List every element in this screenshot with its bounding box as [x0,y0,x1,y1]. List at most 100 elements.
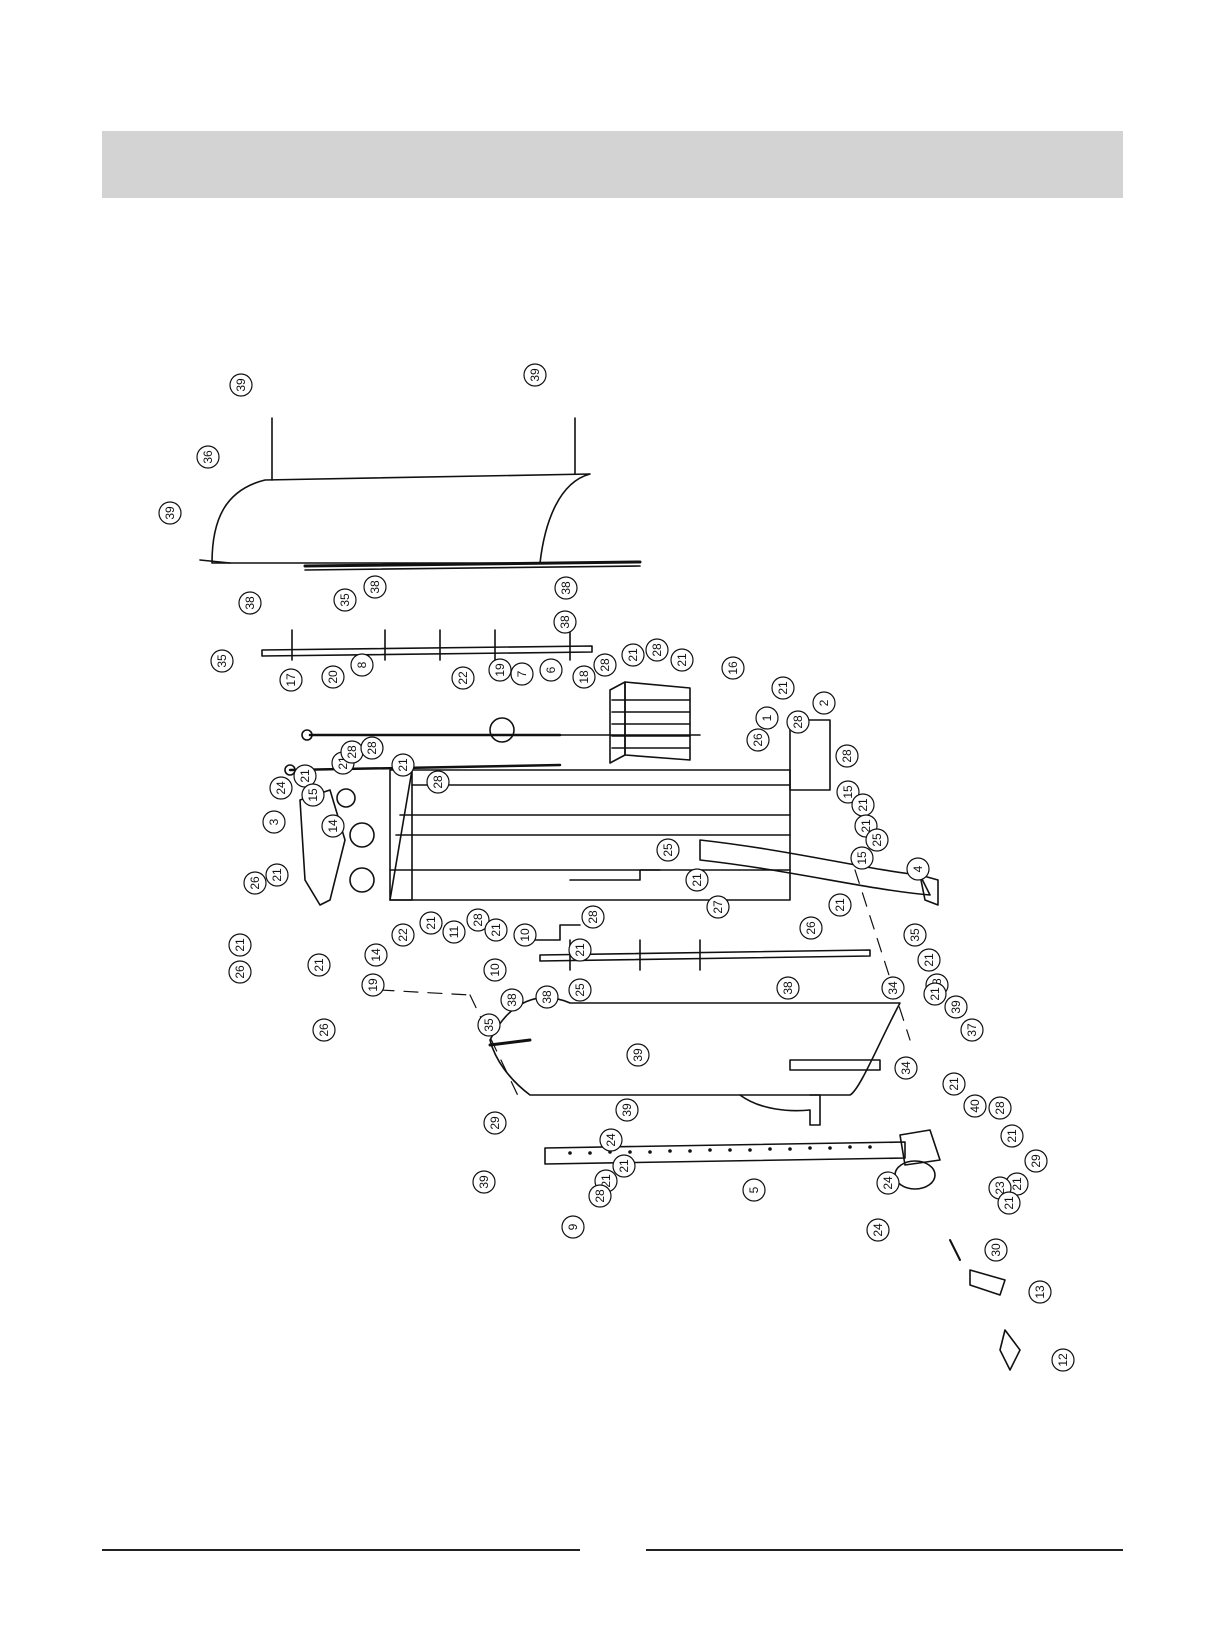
callout-21: 21 [1001,1125,1023,1147]
callout-label: 26 [804,921,818,935]
callout-label: 38 [505,993,519,1007]
callout-label: 21 [947,1077,961,1091]
callout-label: 21 [573,943,587,957]
callout-26: 26 [313,1019,335,1041]
callout-label: 34 [886,981,900,995]
callout-label: 35 [482,1018,496,1032]
callout-label: 26 [751,733,765,747]
callout-label: 3 [267,818,281,825]
handles-10 [520,870,660,940]
callout-label: 21 [675,653,689,667]
callout-21: 21 [924,983,946,1005]
callout-label: 12 [1056,1353,1070,1367]
callout-17: 17 [280,669,302,691]
callout-label: 8 [355,661,369,668]
callout-24: 24 [867,1219,889,1241]
callout-label: 38 [540,990,554,1004]
callout-label: 25 [573,983,587,997]
callout-39: 39 [230,374,252,396]
callout-34: 34 [895,1057,917,1079]
callout-29: 29 [484,1112,506,1134]
callout-16: 16 [722,657,744,679]
callout-label: 21 [1005,1129,1019,1143]
callout-label: 35 [338,593,352,607]
callout-label: 21 [396,758,410,772]
base-handle-5 [740,1095,820,1125]
callout-21: 21 [266,864,288,886]
rail-35-upper [262,630,592,660]
callout-label: 21 [489,923,503,937]
callout-label: 38 [558,615,572,629]
callout-label: 19 [493,663,507,677]
callout-28: 28 [361,737,383,759]
callout-15: 15 [302,784,324,806]
callout-35: 35 [904,924,926,946]
callout-label: 39 [631,1048,645,1062]
callout-19: 19 [489,659,511,681]
callout-1: 1 [756,707,778,729]
callout-35: 35 [478,1014,500,1036]
callout-label: 18 [577,670,591,684]
callout-28: 28 [787,711,809,733]
callout-label: 29 [1029,1154,1043,1168]
callout-label: 10 [518,928,532,942]
callout-label: 13 [1033,1285,1047,1299]
lower-shroud [490,998,900,1095]
callout-25: 25 [866,829,888,851]
callout-label: 28 [345,745,359,759]
callout-22: 22 [452,667,474,689]
callout-22: 22 [392,924,414,946]
callout-21: 21 [420,912,442,934]
callout-label: 22 [396,928,410,942]
callout-label: 35 [215,654,229,668]
callout-28: 28 [341,741,363,763]
callout-38: 38 [501,989,523,1011]
callout-label: 26 [248,876,262,890]
callout-label: 22 [456,671,470,685]
callout-label: 28 [593,1189,607,1203]
callout-10: 10 [484,959,506,981]
callout-5: 5 [743,1179,765,1201]
callout-36: 36 [197,446,219,468]
callout-37: 37 [961,1019,983,1041]
callout-39: 39 [945,996,967,1018]
callout-21: 21 [918,949,940,971]
callout-label: 7 [515,670,529,677]
callout-label: 11 [447,925,461,938]
callout-21: 21 [613,1155,635,1177]
callout-9: 9 [562,1216,584,1238]
callout-21: 21 [686,869,708,891]
callout-21: 21 [852,794,874,816]
callout-label: 25 [661,843,675,857]
callout-label: 14 [369,948,383,962]
callout-label: 26 [317,1023,331,1037]
callout-label: 38 [781,981,795,995]
callout-35: 35 [211,650,233,672]
callout-14: 14 [322,815,344,837]
callout-label: 20 [326,670,340,684]
callout-21: 21 [308,954,330,976]
callout-21: 21 [671,649,693,671]
callout-label: 39 [620,1103,634,1117]
callout-28: 28 [646,639,668,661]
callout-39: 39 [159,502,181,524]
callout-label: 36 [201,450,215,464]
callout-3: 3 [263,811,285,833]
callout-label: 21 [922,953,936,967]
callout-21: 21 [622,644,644,666]
callout-39: 39 [524,364,546,386]
callout-label: 15 [841,785,855,799]
callout-label: 21 [617,1159,631,1173]
callout-label: 25 [870,833,884,847]
callout-label: 28 [431,775,445,789]
callout-21: 21 [829,894,851,916]
callout-label: 39 [528,368,542,382]
callout-19: 19 [362,974,384,996]
callout-39: 39 [616,1099,638,1121]
callout-label: 35 [908,928,922,942]
callout-26: 26 [800,917,822,939]
callout-7: 7 [511,663,533,685]
callout-21: 21 [772,677,794,699]
callout-label: 39 [163,506,177,520]
callout-34: 34 [882,977,904,999]
